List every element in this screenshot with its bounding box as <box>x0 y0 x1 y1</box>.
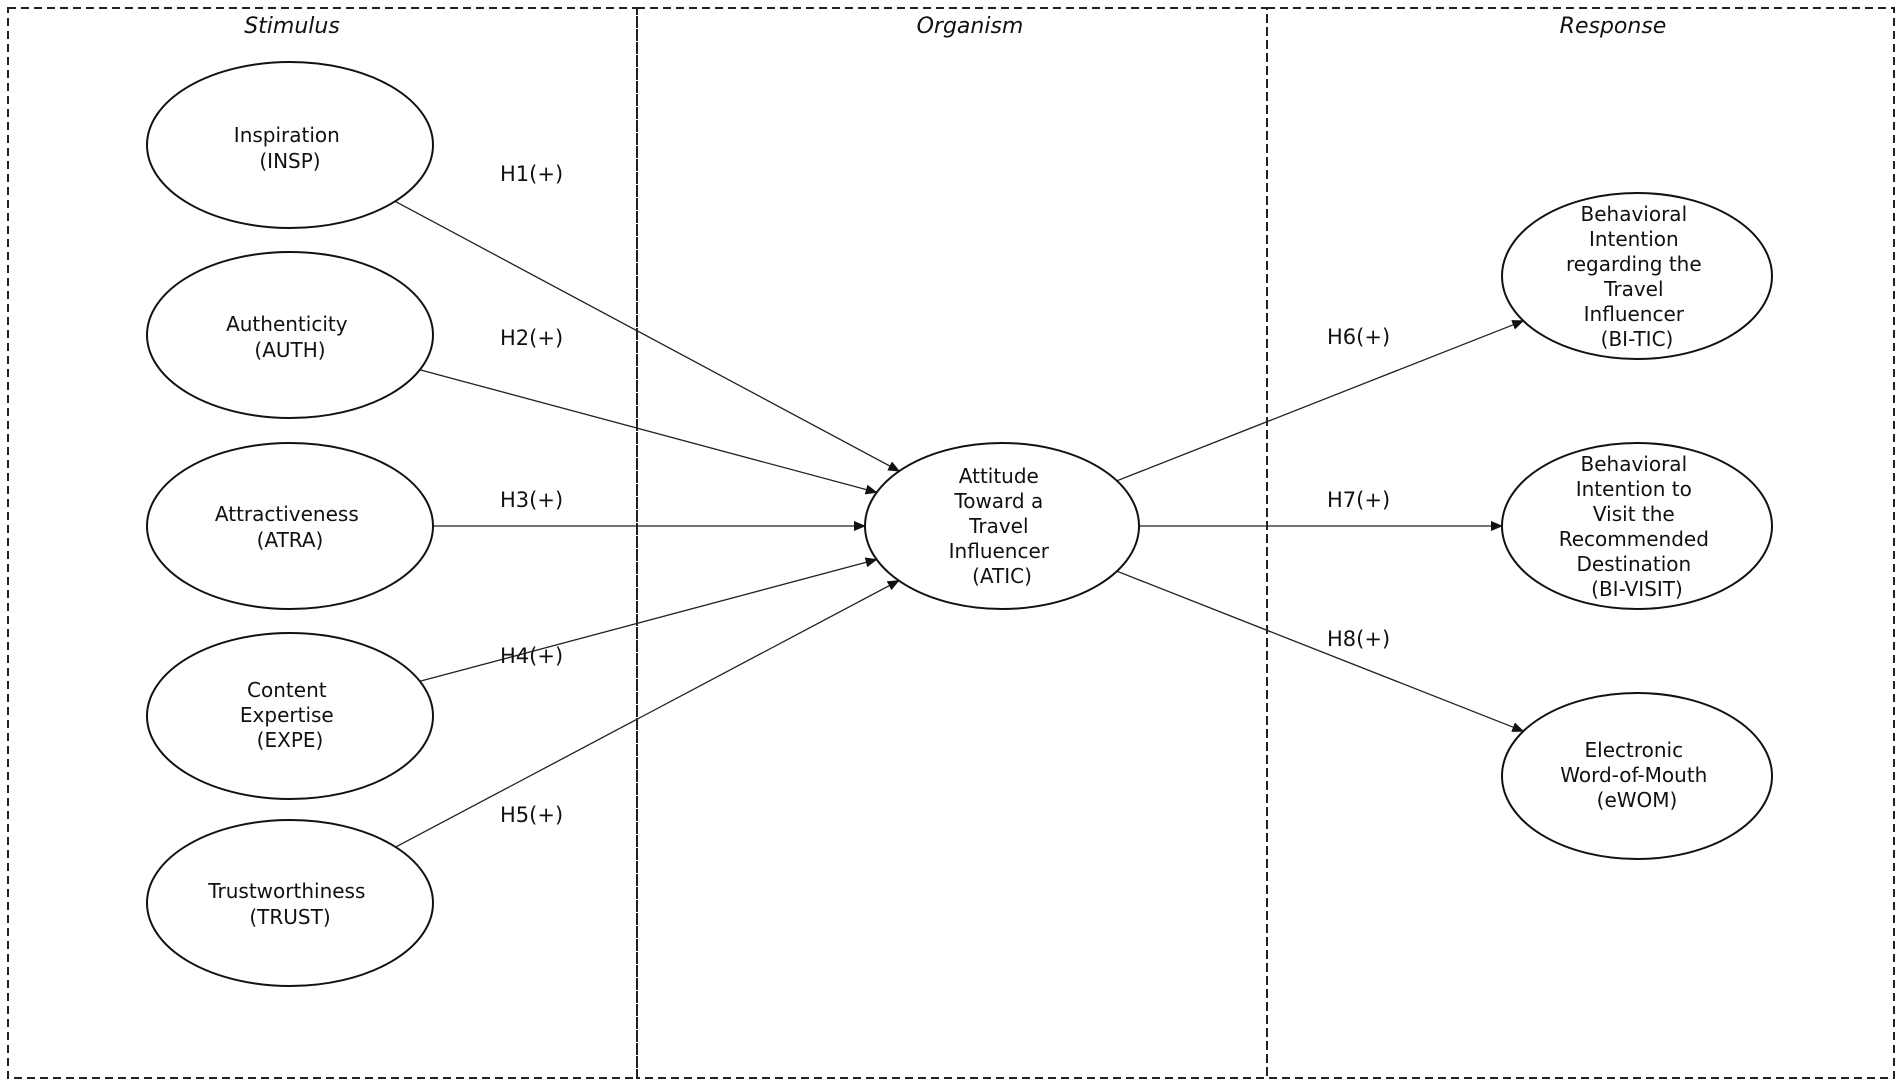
node-bitic-line-3: regarding the <box>1566 252 1702 276</box>
node-bitic-line-5: Influencer <box>1584 302 1685 326</box>
edge-label-h4: H4(+) <box>500 644 563 668</box>
node-bitic-label: Behavioral Intention regarding the Trave… <box>1566 202 1708 351</box>
node-ewom-line-3: (eWOM) <box>1597 788 1678 812</box>
node-auth: Authenticity (AUTH) <box>146 251 434 419</box>
node-bivisit-line-1: Behavioral <box>1581 452 1688 476</box>
node-auth-label: Authenticity (AUTH) <box>226 312 354 362</box>
edge-label-h1: H1(+) <box>500 162 563 186</box>
edge-label-h5: H5(+) <box>500 803 563 827</box>
panel-organism <box>636 7 1268 1079</box>
node-auth-ellipse <box>146 251 434 419</box>
node-insp-line-2: (INSP) <box>259 149 320 173</box>
node-bivisit: Behavioral Intention to Visit the Recomm… <box>1501 442 1773 610</box>
panel-response <box>1266 7 1895 1079</box>
edge-h8-arrow <box>1116 570 1525 732</box>
node-atra: Attractiveness (ATRA) <box>146 442 434 610</box>
node-atic-line-4: Influencer <box>949 539 1050 563</box>
edge-label-h2: H2(+) <box>500 326 563 350</box>
node-bivisit-line-4: Recommended <box>1559 527 1709 551</box>
node-expe-line-1: Content <box>247 678 327 702</box>
section-title-response: Response <box>1560 14 1667 39</box>
node-atic-line-3: Travel <box>968 514 1028 538</box>
node-bivisit-label: Behavioral Intention to Visit the Recomm… <box>1559 452 1716 601</box>
section-title-stimulus: Stimulus <box>244 14 340 39</box>
node-expe-line-2: Expertise <box>240 703 334 727</box>
node-bitic-line-6: (BI-TIC) <box>1601 327 1674 351</box>
node-ewom-ellipse <box>1501 692 1773 860</box>
node-atra-label: Attractiveness (ATRA) <box>215 502 365 552</box>
edge-h2-arrow <box>419 369 878 495</box>
node-expe-line-3: (EXPE) <box>257 728 324 752</box>
edge-h4-arrow <box>419 557 878 682</box>
node-trust-label: Trustworthiness (TRUST) <box>207 879 372 929</box>
edges-layer <box>394 200 1525 848</box>
node-atic: Attitude Toward a Travel Influencer (ATI… <box>864 442 1140 610</box>
node-bivisit-ellipse <box>1501 442 1773 610</box>
node-atra-line-2: (ATRA) <box>257 528 324 552</box>
edge-h1-arrow <box>394 200 901 472</box>
node-ewom: Electronic Word-of-Mouth (eWOM) <box>1501 692 1773 860</box>
section-title-organism: Organism <box>917 14 1024 39</box>
edge-label-h6: H6(+) <box>1327 325 1390 349</box>
node-atic-ellipse <box>864 442 1140 610</box>
node-expe-ellipse <box>146 632 434 800</box>
node-bitic-line-2: Intention <box>1589 227 1679 251</box>
node-insp-line-1: Inspiration <box>234 123 340 147</box>
node-trust-line-2: (TRUST) <box>249 905 330 929</box>
node-bitic-ellipse <box>1501 192 1773 360</box>
node-bitic-line-1: Behavioral <box>1581 202 1688 226</box>
edge-label-h3: H3(+) <box>500 488 563 512</box>
node-insp: Inspiration (INSP) <box>146 61 434 229</box>
node-insp-ellipse <box>146 61 434 229</box>
node-atra-ellipse <box>146 442 434 610</box>
node-trust-line-1: Trustworthiness <box>207 879 365 903</box>
edge-label-h8: H8(+) <box>1327 627 1390 651</box>
node-atic-label: Attitude Toward a Travel Influencer (ATI… <box>949 464 1056 588</box>
edge-h6-arrow <box>1116 320 1525 482</box>
node-bitic: Behavioral Intention regarding the Trave… <box>1501 192 1773 360</box>
node-ewom-line-2: Word-of-Mouth <box>1560 763 1707 787</box>
node-trust: Trustworthiness (TRUST) <box>146 819 434 987</box>
node-bivisit-line-5: Destination <box>1576 552 1691 576</box>
edge-h5-arrow <box>395 580 900 848</box>
node-trust-ellipse <box>146 819 434 987</box>
node-atic-line-2: Toward a <box>953 489 1043 513</box>
node-auth-line-2: (AUTH) <box>254 338 325 362</box>
node-ewom-line-1: Electronic <box>1585 738 1684 762</box>
node-bitic-line-4: Travel <box>1603 277 1663 301</box>
node-ewom-label: Electronic Word-of-Mouth (eWOM) <box>1560 738 1713 812</box>
node-bivisit-line-6: (BI-VISIT) <box>1591 577 1683 601</box>
node-expe-label: Content Expertise (EXPE) <box>240 678 340 752</box>
node-auth-line-1: Authenticity <box>226 312 348 336</box>
node-atic-line-1: Attitude <box>959 464 1039 488</box>
node-atra-line-1: Attractiveness <box>215 502 359 526</box>
edge-label-h7: H7(+) <box>1327 488 1390 512</box>
node-insp-label: Inspiration (INSP) <box>234 123 346 173</box>
node-bivisit-line-3: Visit the <box>1593 502 1675 526</box>
node-bivisit-line-2: Intention to <box>1576 477 1692 501</box>
node-expe: Content Expertise (EXPE) <box>146 632 434 800</box>
node-atic-line-5: (ATIC) <box>972 564 1032 588</box>
